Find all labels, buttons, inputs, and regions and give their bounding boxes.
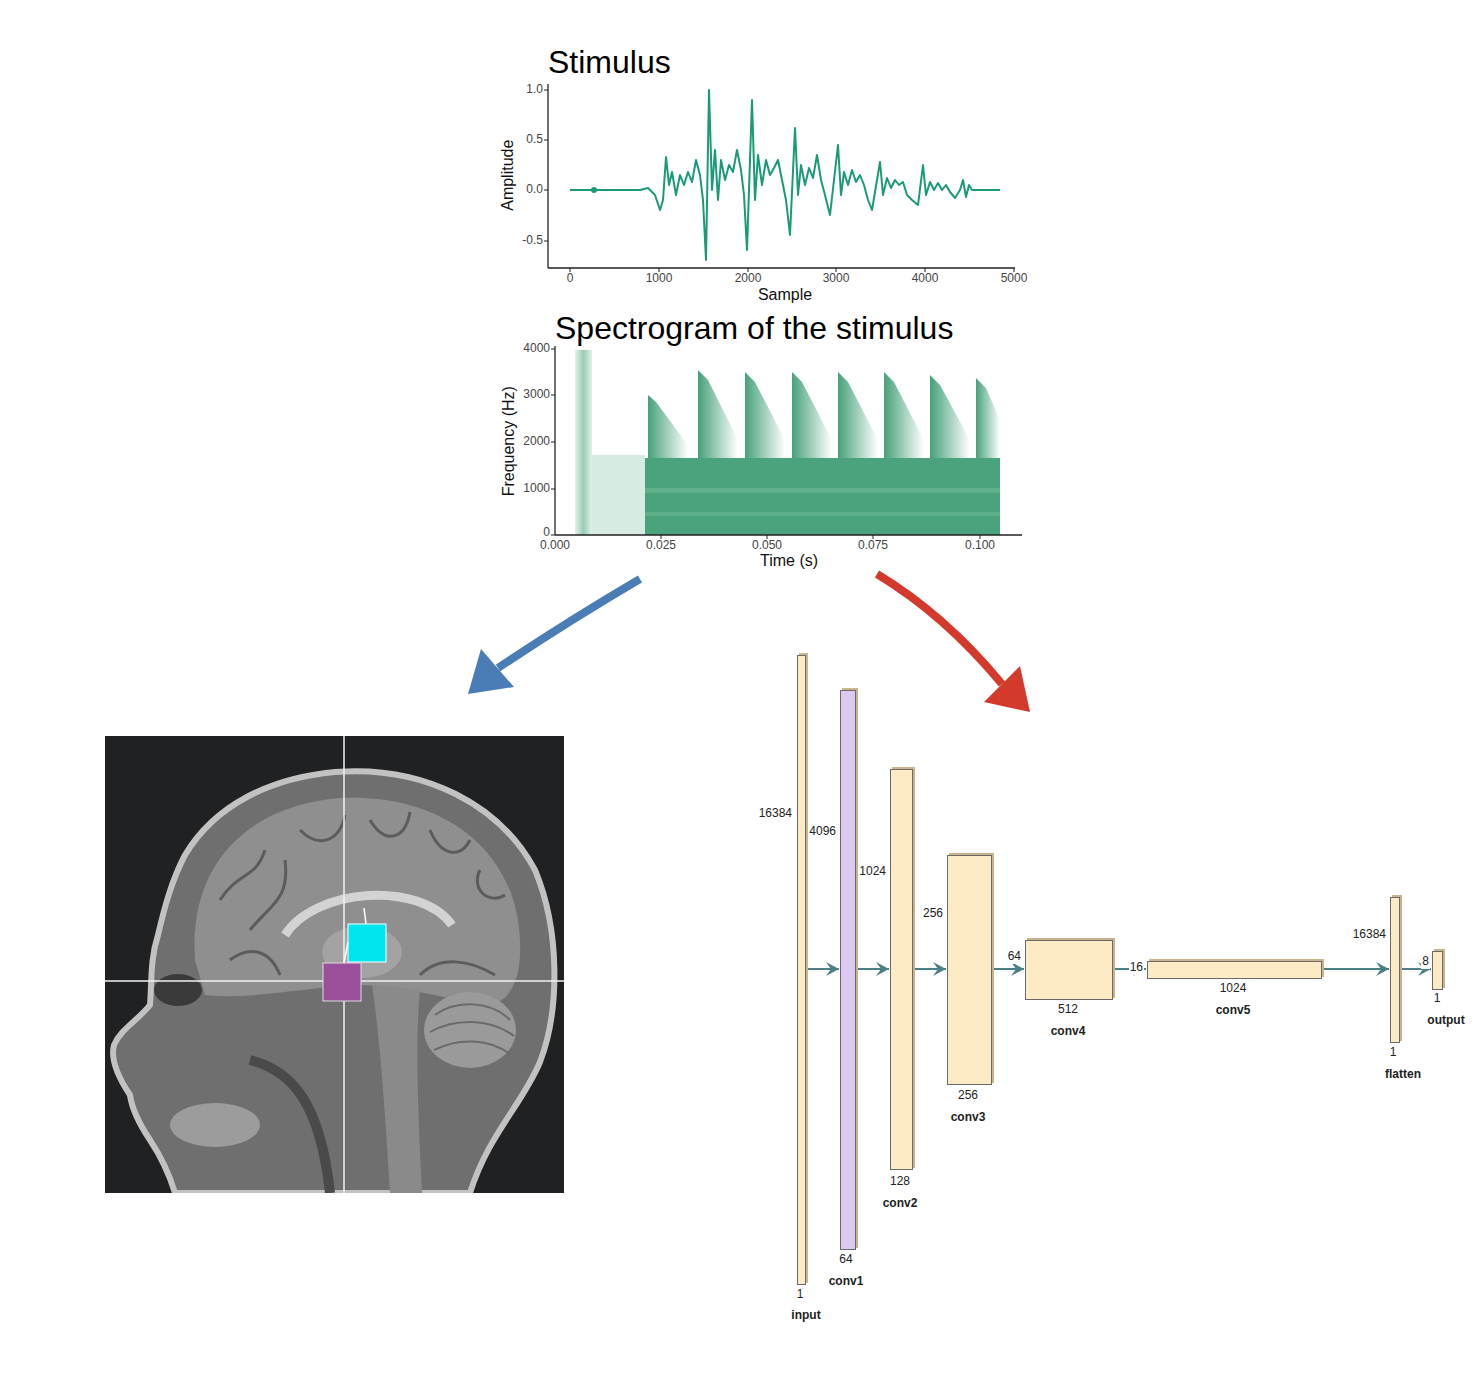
layer-box: 161024conv5: [1147, 961, 1322, 979]
axis-title: Time (s): [760, 552, 818, 570]
depth-label: 64: [839, 1253, 852, 1267]
dimension-label: 256: [922, 907, 944, 921]
dimension-label: 16384: [758, 807, 793, 821]
dimension-label: 1024: [858, 865, 887, 879]
axis-title: Frequency (Hz): [500, 386, 518, 496]
spectrogram-chart: [551, 346, 1022, 539]
dimension-label: 64: [1007, 950, 1022, 964]
tick-label: 0.050: [752, 539, 782, 553]
brain-mri: [105, 736, 564, 1193]
axis-title: Amplitude: [500, 139, 518, 210]
chart-title: Stimulus: [548, 44, 671, 81]
layer-name: input: [791, 1309, 820, 1323]
flow-arrow-blue: [468, 579, 640, 694]
layer-box: 256256conv3: [947, 855, 992, 1085]
layer-box: 1024128conv2: [890, 769, 913, 1170]
tick-label: 2000: [735, 272, 762, 286]
layer-box: 81output: [1432, 951, 1443, 990]
layer-connector: [1324, 962, 1389, 976]
depth-label: 1024: [1220, 982, 1247, 996]
dimension-label: 16384: [1352, 928, 1387, 942]
layer-box: 163841flatten: [1390, 897, 1400, 1043]
tick-label: 0.075: [858, 539, 888, 553]
layer-box: 163841input: [797, 655, 806, 1285]
layer-connector: [915, 962, 946, 976]
layer-connector: [994, 962, 1024, 976]
waveform-chart: [544, 84, 1015, 272]
layer-box: 64512conv4: [1025, 940, 1113, 1000]
depth-label: 1: [797, 1288, 804, 1302]
tick-label: 1000: [646, 272, 673, 286]
tick-label: 0: [567, 272, 574, 286]
layer-name: output: [1427, 1014, 1464, 1028]
layer-name: conv5: [1216, 1004, 1251, 1018]
dimension-label: 16: [1129, 961, 1144, 975]
layer-name: conv2: [883, 1197, 918, 1211]
depth-label: 128: [890, 1175, 910, 1189]
tick-label: 0.0: [526, 183, 543, 197]
tick-label: 2000: [523, 435, 550, 449]
depth-label: 256: [958, 1089, 978, 1103]
chart-title: Spectrogram of the stimulus: [555, 310, 953, 347]
tick-label: 0: [543, 526, 550, 540]
layer-connector: [858, 962, 889, 976]
tick-label: 3000: [523, 388, 550, 402]
tick-label: 0.5: [526, 133, 543, 147]
tick-label: -0.5: [522, 234, 543, 248]
tick-label: 4000: [912, 272, 939, 286]
tick-label: 5000: [1001, 272, 1028, 286]
dimension-label: 8: [1421, 955, 1430, 969]
flow-arrow-red: [877, 574, 1030, 712]
layer-name: conv3: [951, 1111, 986, 1125]
layer-name: conv4: [1051, 1025, 1086, 1039]
layer-name: flatten: [1385, 1068, 1421, 1082]
layer-name: conv1: [829, 1275, 864, 1289]
dimension-label: 4096: [808, 825, 837, 839]
tick-label: 3000: [823, 272, 850, 286]
layer-box: 409664conv1: [840, 690, 856, 1250]
axis-title: Sample: [758, 286, 812, 304]
tick-label: 0.100: [965, 539, 995, 553]
tick-label: 1.0: [526, 83, 543, 97]
depth-label: 1: [1390, 1046, 1397, 1060]
tick-label: 1000: [523, 482, 550, 496]
tick-label: 0.025: [646, 539, 676, 553]
layer-connector: [1115, 962, 1146, 976]
depth-label: 1: [1434, 992, 1441, 1006]
tick-label: 4000: [523, 342, 550, 356]
tick-label: 0.000: [540, 539, 570, 553]
layer-connector: [808, 962, 839, 976]
depth-label: 512: [1058, 1003, 1078, 1017]
